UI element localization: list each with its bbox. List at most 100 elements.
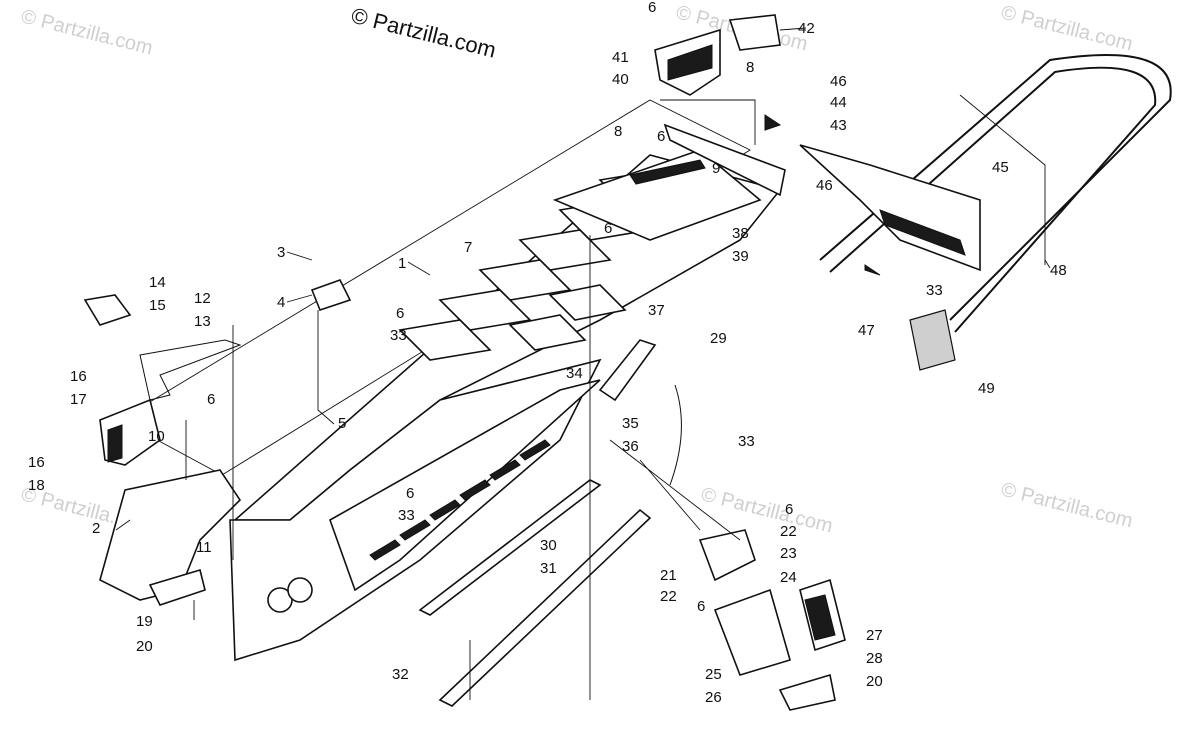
callout-12: 12 [194, 290, 211, 307]
rear-support-bar [663, 123, 786, 197]
callout-33: 33 [390, 327, 407, 344]
callout-30: 30 [540, 537, 557, 554]
foot-pad [148, 568, 206, 606]
panel-lower [713, 588, 791, 676]
callout-20: 20 [136, 638, 153, 655]
callout-19: 19 [136, 613, 153, 630]
watermark: © Partzilla.com [999, 2, 1135, 56]
panel-upper [698, 529, 756, 582]
callout-33: 33 [398, 507, 415, 524]
callout-33: 33 [738, 433, 755, 450]
callout-6: 6 [785, 501, 793, 518]
flap-texture [879, 209, 966, 256]
callout-46: 46 [830, 73, 847, 90]
watermark: © Partzilla.com [19, 6, 155, 60]
callout-35: 35 [622, 415, 639, 432]
callout-15: 15 [149, 297, 166, 314]
tunnel-assembly [83, 99, 782, 707]
callout-6: 6 [657, 128, 665, 145]
callout-6: 6 [406, 485, 414, 502]
callout-17: 17 [70, 391, 87, 408]
side-bracket [598, 339, 657, 402]
callout-39: 39 [732, 248, 749, 265]
callout-33: 33 [926, 282, 943, 299]
callout-3: 3 [277, 244, 285, 261]
rear-bumper [819, 54, 1172, 321]
callout-21: 21 [660, 567, 677, 584]
callout-7: 7 [464, 239, 472, 256]
bumper-cap [83, 294, 132, 326]
rear-light-cap [728, 14, 781, 51]
rear-light-lens [667, 44, 713, 81]
foot-pad-rear [778, 673, 836, 711]
tunnel-decal [552, 149, 762, 241]
callout-49: 49 [978, 380, 995, 397]
tunnel-hole [287, 577, 313, 603]
side-rail [418, 479, 602, 616]
callout-34: 34 [566, 365, 583, 382]
bracket-slots [107, 424, 123, 463]
callout-48: 48 [1050, 262, 1067, 279]
callout-32: 32 [392, 666, 409, 683]
callout-29: 29 [710, 330, 727, 347]
tube-rail [438, 508, 652, 707]
callout-5: 5 [338, 415, 346, 432]
callout-40: 40 [612, 71, 629, 88]
callout-38: 38 [732, 225, 749, 242]
callout-31: 31 [540, 560, 557, 577]
assembly-outline [119, 99, 751, 476]
callout-27: 27 [866, 627, 883, 644]
callout-10: 10 [148, 428, 165, 445]
callout-6: 6 [604, 220, 612, 237]
callout-37: 37 [648, 302, 665, 319]
callout-16: 16 [70, 368, 87, 385]
watermark: © Partzilla.com [699, 484, 835, 538]
watermark: © Partzilla.com [999, 479, 1135, 533]
callout-2: 2 [92, 520, 100, 537]
callout-6: 6 [396, 305, 404, 322]
callout-13: 13 [194, 313, 211, 330]
callout-8: 8 [614, 123, 622, 140]
callout-42: 42 [798, 20, 815, 37]
callout-22: 22 [660, 588, 677, 605]
callout-6: 6 [648, 0, 656, 16]
callout-41: 41 [612, 49, 629, 66]
callout-18: 18 [28, 477, 45, 494]
decal-lettering [629, 159, 706, 185]
callouts: 1 2 3 4 5 6 6 6 6 6 6 6 6 7 8 8 9 10 11 … [28, 0, 1067, 706]
direction-arrow [864, 264, 881, 276]
copyright-brand: © Partzilla.com [349, 3, 499, 63]
callout-23: 23 [780, 545, 797, 562]
callout-46: 46 [816, 177, 833, 194]
vent-slats [804, 594, 836, 641]
callout-20: 20 [866, 673, 883, 690]
callout-26: 26 [705, 689, 722, 706]
tunnel-hole [267, 587, 293, 613]
callout-43: 43 [830, 117, 847, 134]
callout-1: 1 [398, 255, 406, 272]
callout-22: 22 [780, 523, 797, 540]
callout-6: 6 [207, 391, 215, 408]
direction-arrow [764, 114, 782, 131]
callout-11: 11 [196, 539, 212, 556]
leader-lines [115, 27, 1051, 700]
callout-14: 14 [149, 274, 166, 291]
callout-28: 28 [866, 650, 883, 667]
cover [310, 279, 352, 311]
callout-25: 25 [705, 666, 722, 683]
front-bumper [139, 339, 242, 401]
callout-6: 6 [697, 598, 705, 615]
callout-44: 44 [830, 94, 847, 111]
bumper-mount [909, 309, 956, 371]
side-panel-assembly [698, 309, 956, 711]
callout-47: 47 [858, 322, 875, 339]
callout-45: 45 [992, 159, 1009, 176]
callout-36: 36 [622, 438, 639, 455]
callout-9: 9 [712, 160, 720, 177]
callout-24: 24 [780, 569, 797, 586]
callout-8: 8 [746, 59, 754, 76]
hinge-strap [669, 384, 682, 486]
rear-assembly [654, 14, 1172, 333]
callout-16: 16 [28, 454, 45, 471]
